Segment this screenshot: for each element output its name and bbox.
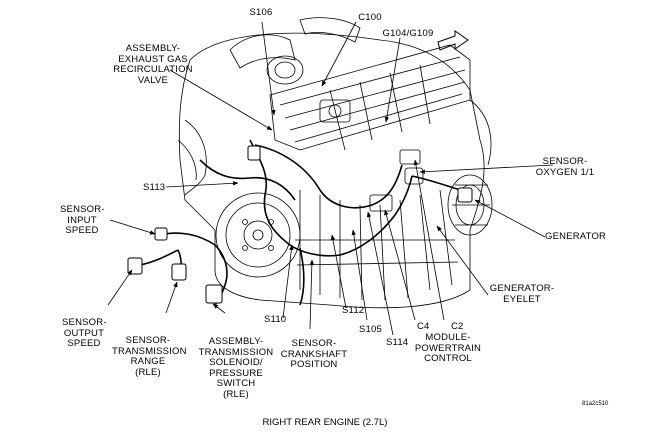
label-s114: S114	[386, 337, 409, 348]
label-g104-g109: G104/G109	[382, 28, 434, 39]
label-transmission-range-sensor: SENSOR-TRANSMISSION RANGE(RLE)	[112, 335, 187, 378]
label-s105: S105	[359, 324, 382, 335]
label-solenoid-assembly: ASSEMBLY-TRANSMISSION SOLENOID/PRESSURE …	[198, 336, 274, 400]
label-oxygen-sensor: SENSOR-OXYGEN 1/1	[535, 156, 595, 178]
label-generator: GENERATOR	[545, 231, 607, 242]
label-output-speed-sensor: SENSOR-OUTPUT SPEED	[62, 317, 107, 349]
label-generator-eyelet: GENERATOR-EYELET	[489, 283, 555, 305]
label-s106: S106	[249, 7, 273, 18]
label-powertrain-control-module: MODULE-POWERTRAIN CONTROL	[414, 332, 482, 364]
label-c2: C2	[451, 321, 464, 332]
label-c100: C100	[358, 12, 382, 23]
label-s110: S110	[264, 314, 287, 325]
label-crankshaft-sensor: SENSOR-CRANKSHAFT POSITION	[280, 338, 348, 370]
label-s112: S112	[342, 305, 365, 316]
figure-id: 81a2c510	[582, 401, 609, 407]
diagram-caption: RIGHT REAR ENGINE (2.7L)	[262, 417, 388, 428]
label-c4: C4	[417, 321, 430, 332]
label-s113: S113	[143, 182, 166, 193]
label-input-speed-sensor: SENSOR-INPUT SPEED	[60, 204, 105, 236]
